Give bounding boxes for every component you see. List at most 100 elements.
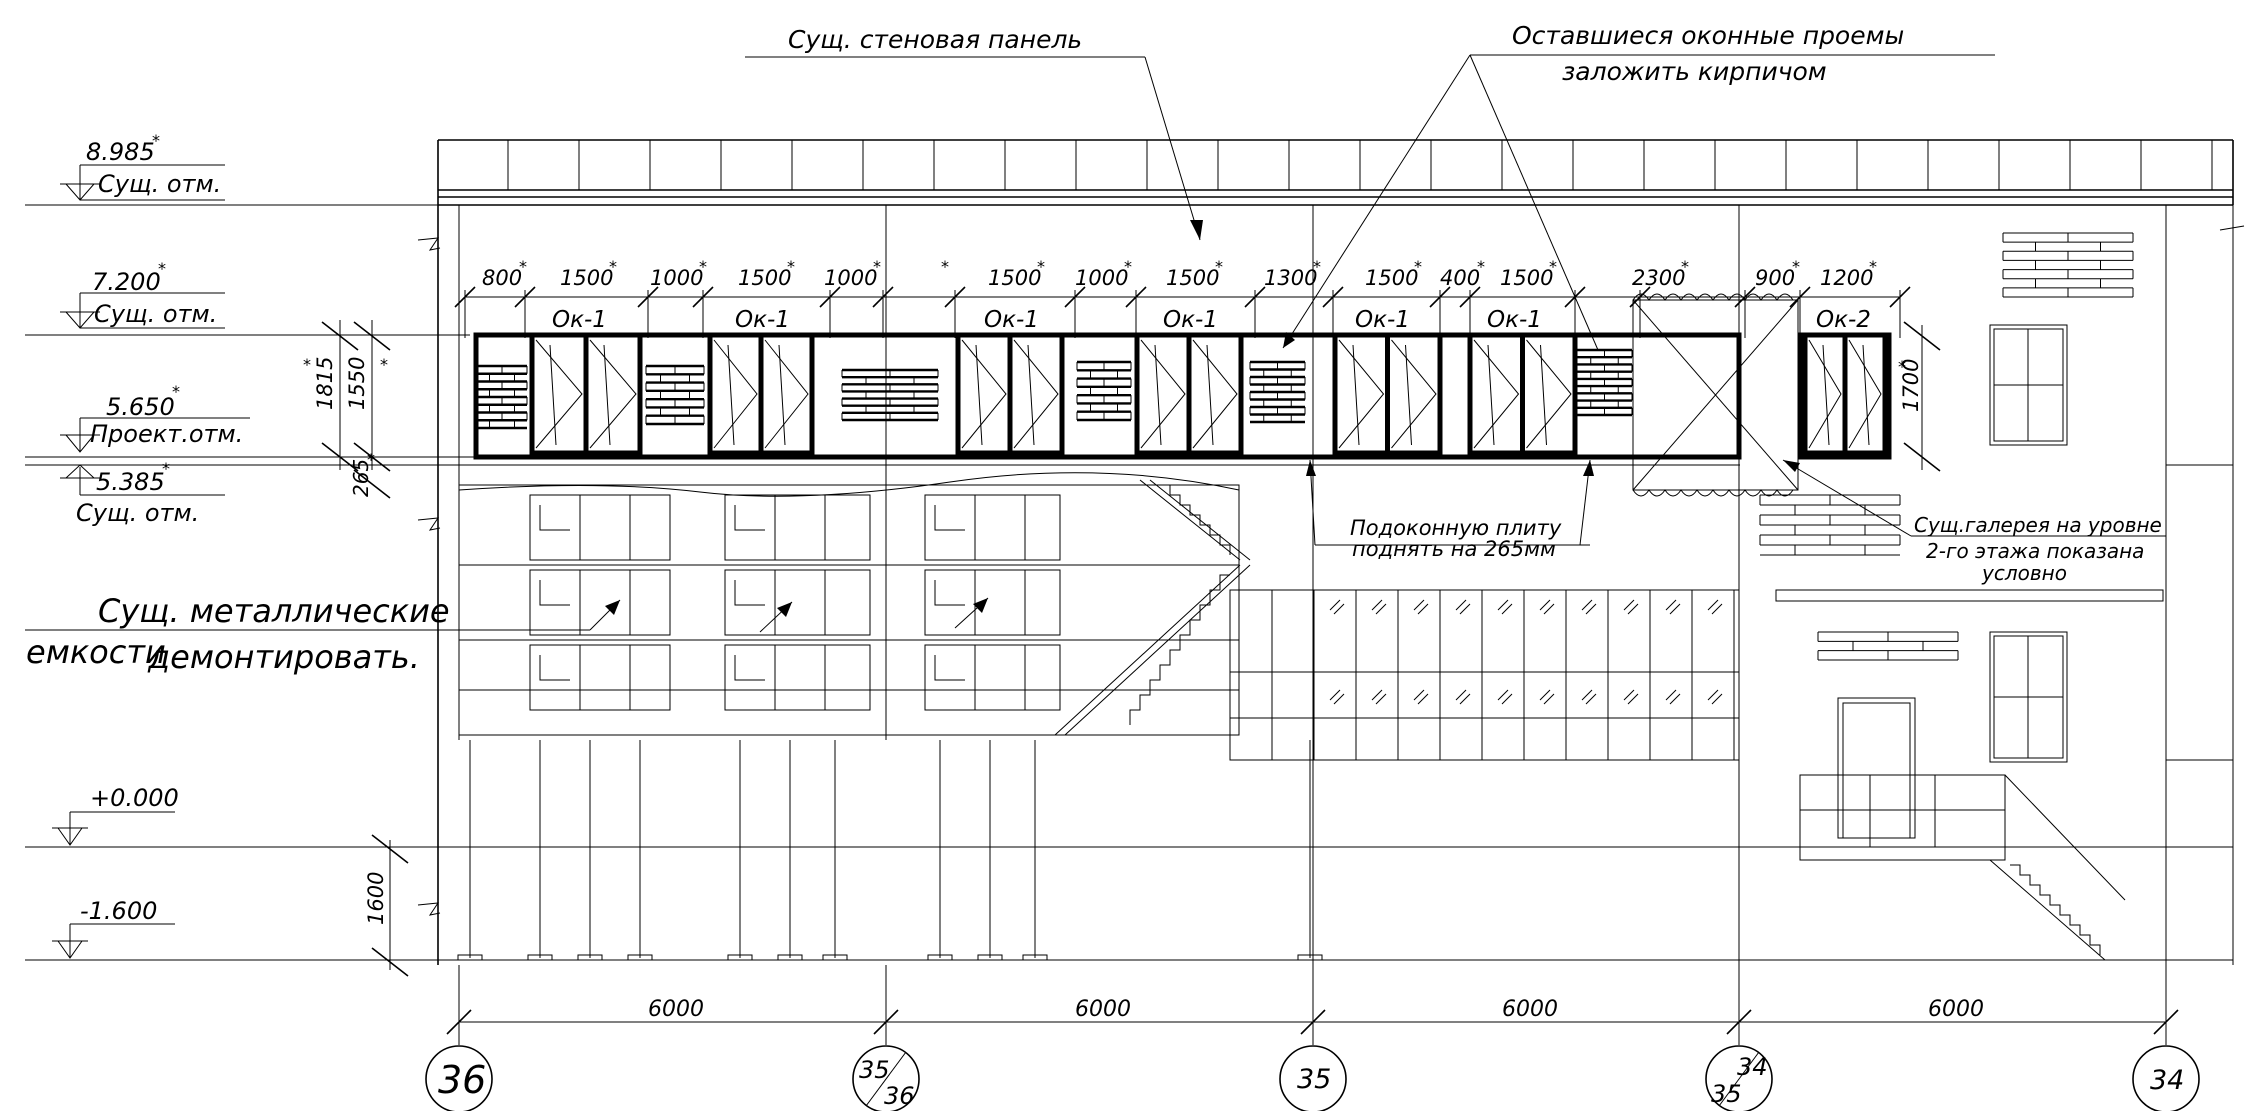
span-2: 6000 xyxy=(1075,997,1131,1022)
window-tag: Ок-1 xyxy=(1163,307,1218,333)
note-gallery-1: Сущ.галерея на уровне xyxy=(1914,513,2162,537)
svg-text:5.385: 5.385 xyxy=(96,468,165,496)
svg-text:34: 34 xyxy=(1737,1053,1768,1081)
top-dimension-chain: 800*1500*1000*1500*1000**1500*1000*1500*… xyxy=(454,257,1911,338)
top-dim-mark: * xyxy=(1124,257,1132,276)
top-dim-value: 1200 xyxy=(1820,266,1873,290)
svg-text:35: 35 xyxy=(859,1056,890,1084)
elevation-5385: 5.385 * Сущ. отм. xyxy=(60,459,225,527)
top-dim-mark: * xyxy=(873,257,881,276)
tank-panel xyxy=(924,494,1061,561)
note-openings-1: Оставшиеся оконные проемы xyxy=(1512,21,1904,50)
glazed-wall xyxy=(1229,589,1740,761)
top-dim-value: 1000 xyxy=(1075,266,1128,290)
dim-1700: 1700 xyxy=(1899,359,1923,412)
elevation-8985: 8.985 * Сущ. отм. xyxy=(60,131,225,201)
top-dim-value: 1500 xyxy=(560,266,613,290)
span-1: 6000 xyxy=(648,997,704,1022)
svg-text:Сущ. отм.: Сущ. отм. xyxy=(76,499,199,527)
window-tag: Ок-1 xyxy=(1355,307,1410,333)
window-tag: Ок-2 xyxy=(1816,307,1871,333)
axis-bubble-34-35: 34 35 xyxy=(1705,1045,1773,1111)
dim-1600: 1600 xyxy=(364,872,388,925)
window-ok-3 xyxy=(955,332,1065,456)
note-tanks-2b: демонтировать. xyxy=(147,638,420,676)
vertical-dimensions: 1815 * 1550 * 265 * 1700 * 1600 xyxy=(303,320,1941,977)
note-wall-panel: Сущ. стеновая панель xyxy=(788,25,1082,54)
brick-infill xyxy=(841,368,939,422)
dim-1700-mark: * xyxy=(1898,357,1906,376)
top-dim-mark: * xyxy=(787,257,795,276)
svg-text:*: * xyxy=(158,259,166,278)
top-dim-mark: * xyxy=(699,257,707,276)
note-sill-1: Подоконную плиту xyxy=(1350,516,1562,540)
window-tag: Ок-1 xyxy=(1487,307,1542,333)
axis-dimension-line: 6000 6000 6000 6000 xyxy=(446,965,2179,1045)
elevation-7200: 7.200 * Сущ. отм. xyxy=(60,259,225,329)
tank-panel xyxy=(924,569,1061,636)
tank-panel xyxy=(529,494,671,561)
top-dim-value: 1500 xyxy=(1500,266,1553,290)
window-ok-4 xyxy=(1134,332,1244,456)
elevation-markers: 8.985 * Сущ. отм. 7.200 * Сущ. отм. 5.65… xyxy=(52,131,250,959)
top-dim-mark: * xyxy=(1215,257,1223,276)
svg-text:*: * xyxy=(152,131,160,150)
note-tanks-2a: емкости xyxy=(26,633,166,671)
elevation-lines xyxy=(25,204,2233,961)
svg-text:-1.600: -1.600 xyxy=(80,897,157,925)
svg-text:+0.000: +0.000 xyxy=(90,784,179,812)
parapet xyxy=(437,139,2234,965)
axis-bubble-35: 35 xyxy=(1279,1045,1347,1111)
top-dim-mark: * xyxy=(519,257,527,276)
window-tag: Ок-1 xyxy=(984,307,1039,333)
dim-1815-mark: * xyxy=(303,355,311,374)
window-ok-2 xyxy=(707,332,815,456)
note-gallery-2: 2-го этажа показана xyxy=(1926,539,2144,563)
break-marks xyxy=(417,225,2245,916)
top-dim-value: 1000 xyxy=(650,266,703,290)
svg-text:*: * xyxy=(172,382,180,401)
axis-bubble-36: 36 xyxy=(425,1045,493,1111)
svg-text:34: 34 xyxy=(2150,1065,2184,1096)
brick-infill xyxy=(1759,494,1901,556)
top-dim-value: 1300 xyxy=(1264,266,1317,290)
tank-panel xyxy=(724,569,871,636)
top-dim-value: 1500 xyxy=(1166,266,1219,290)
brick-infill xyxy=(1249,360,1306,424)
svg-text:35: 35 xyxy=(1297,1064,1331,1095)
top-dim-mark: * xyxy=(1477,257,1485,276)
tank-panel xyxy=(924,644,1061,711)
svg-text:36: 36 xyxy=(438,1058,486,1102)
brick-infill xyxy=(2002,232,2134,298)
top-dim-value: 1500 xyxy=(738,266,791,290)
window-ok-6 xyxy=(1467,332,1578,456)
svg-text:Сущ. отм.: Сущ. отм. xyxy=(94,300,217,328)
dim-265: 265 xyxy=(349,459,373,497)
brick-infill xyxy=(476,364,528,430)
top-dim-mark: * xyxy=(1681,257,1689,276)
svg-text:8.985: 8.985 xyxy=(86,138,155,166)
brick-infill xyxy=(1076,360,1132,422)
brick-infill xyxy=(1817,631,1959,661)
tank-panel xyxy=(529,644,671,711)
dim-1815: 1815 xyxy=(313,357,337,410)
top-dim-value: 900 xyxy=(1755,266,1795,290)
svg-text:Проект.отм.: Проект.отм. xyxy=(90,420,243,448)
top-dim-mark: * xyxy=(1549,257,1557,276)
svg-text:Сущ. отм.: Сущ. отм. xyxy=(98,170,221,198)
top-dim-mark: * xyxy=(1869,257,1877,276)
stair-left xyxy=(1054,479,1251,736)
tank-panel xyxy=(724,644,871,711)
note-sill-2: поднять на 265мм xyxy=(1352,537,1556,561)
note-openings-2: заложить кирпичом xyxy=(1562,57,1827,86)
svg-text:7.200: 7.200 xyxy=(92,268,161,296)
note-gallery-3: условно xyxy=(1981,561,2067,585)
brick-infill xyxy=(1576,348,1633,417)
elevation-5650: 5.650 * Проект.отм. xyxy=(60,382,250,453)
top-dim-value: 2300 xyxy=(1632,266,1685,290)
axis-bubble-35-36: 35 36 xyxy=(852,1045,920,1111)
metal-tanks-frame xyxy=(457,472,1323,961)
window-tag: Ок-1 xyxy=(552,307,607,333)
right-block xyxy=(1632,232,2164,961)
